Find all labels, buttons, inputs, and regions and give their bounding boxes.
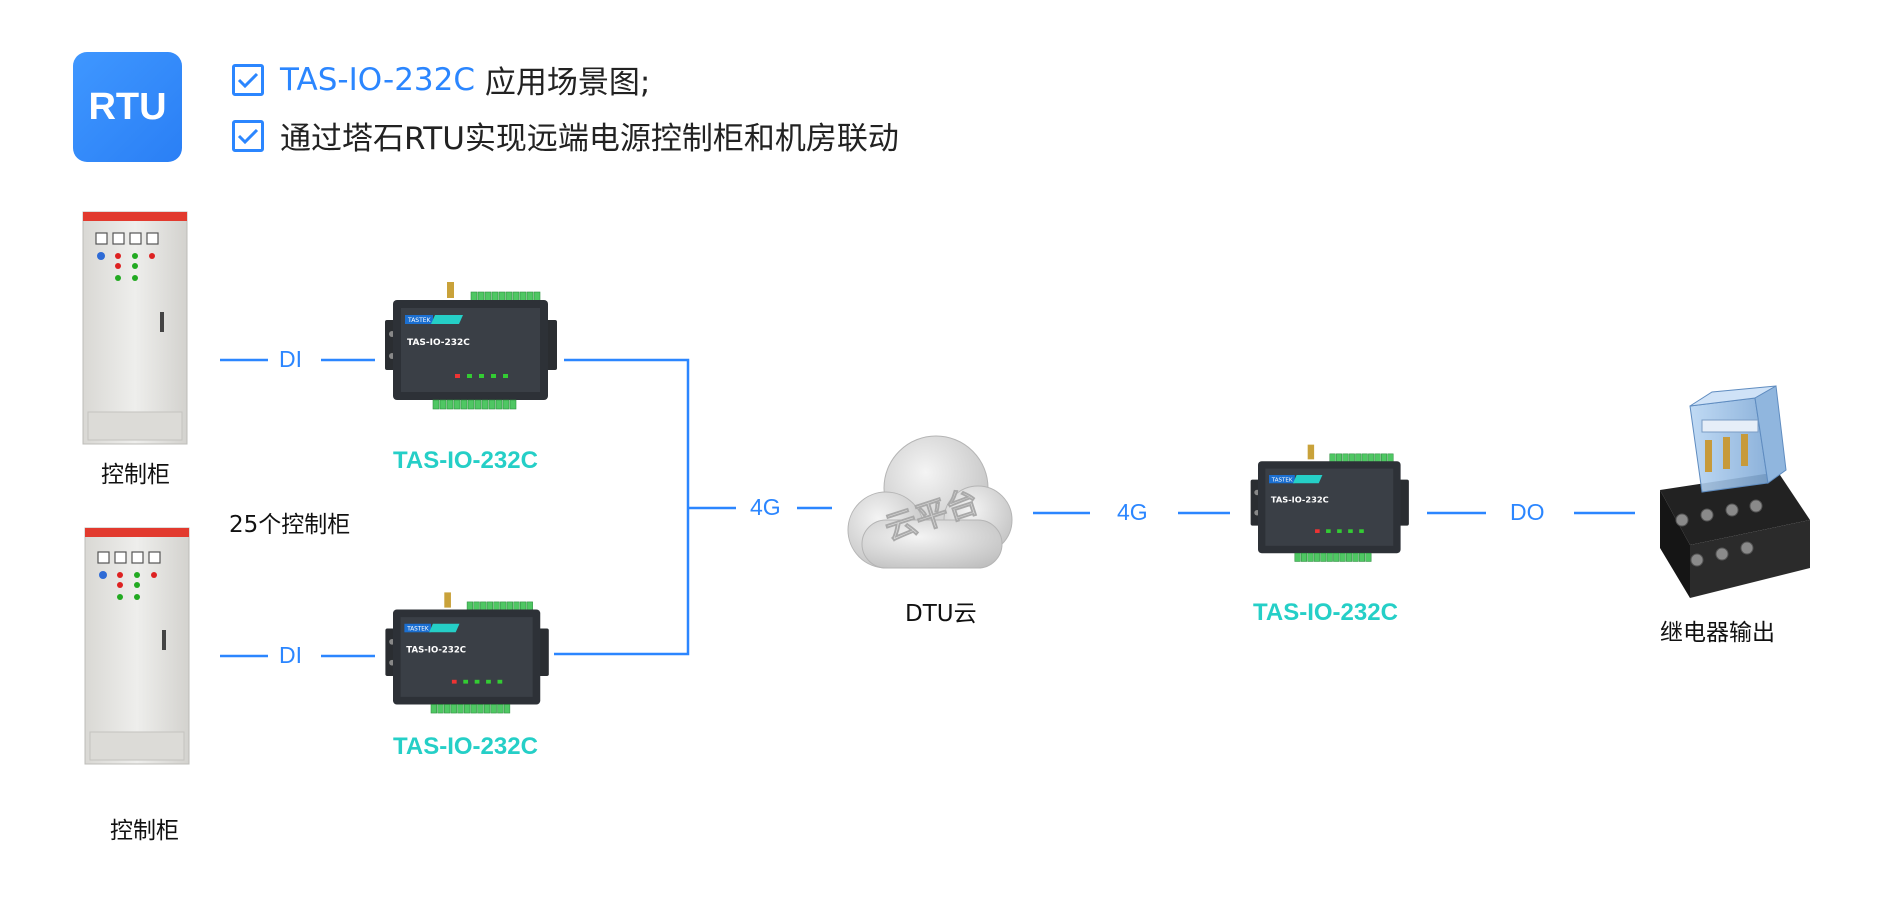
rtu-badge: RTU	[73, 52, 182, 162]
relay-caption: 继电器输出	[1660, 620, 1775, 646]
checkbox-icon	[232, 63, 264, 96]
link-label-do: DO	[1510, 499, 1545, 525]
header-product-name: TAS-IO-232C	[280, 61, 476, 98]
checkbox-icon	[232, 119, 264, 152]
device-top: TASTEK TAS-IO-232C	[385, 282, 557, 410]
device-top-label: TAS-IO-232C	[393, 447, 538, 474]
device-brand-text: TASTEK	[406, 626, 429, 632]
header-line-2: 通过塔石RTU实现远端电源控制柜和机房联动	[232, 113, 899, 158]
link-label-di-bottom: DI	[279, 642, 302, 668]
cloud-caption: DTU云	[905, 601, 977, 627]
header-line-1-text: 应用场景图;	[475, 65, 651, 101]
rtu-badge-label: RTU	[88, 85, 167, 128]
device-model-text: TAS-IO-232C	[406, 645, 466, 655]
device-bottom: TASTEK TAS-IO-232C	[385, 592, 549, 714]
header-line-1: TAS-IO-232C 应用场景图;	[232, 57, 650, 102]
device-bottom-label: TAS-IO-232C	[393, 733, 538, 760]
device-right-label: TAS-IO-232C	[1253, 599, 1398, 626]
device-model-text: TAS-IO-232C	[1271, 495, 1329, 505]
header-line-2-text: 通过塔石RTU实现远端电源控制柜和机房联动	[280, 121, 899, 157]
link-label-4g-left: 4G	[750, 494, 781, 520]
cabinet-top-caption: 控制柜	[101, 462, 170, 488]
device-brand-text: TASTEK	[407, 317, 432, 324]
link-label-4g-right: 4G	[1117, 499, 1148, 525]
cabinet-bottom-caption: 控制柜	[110, 818, 179, 844]
link-label-di-top: DI	[279, 346, 302, 372]
device-right: TASTEK TAS-IO-232C	[1250, 444, 1409, 562]
cabinet-count-caption: 25个控制柜	[229, 512, 351, 538]
device-brand-text: TASTEK	[1271, 477, 1293, 483]
device-model-text: TAS-IO-232C	[407, 338, 470, 348]
